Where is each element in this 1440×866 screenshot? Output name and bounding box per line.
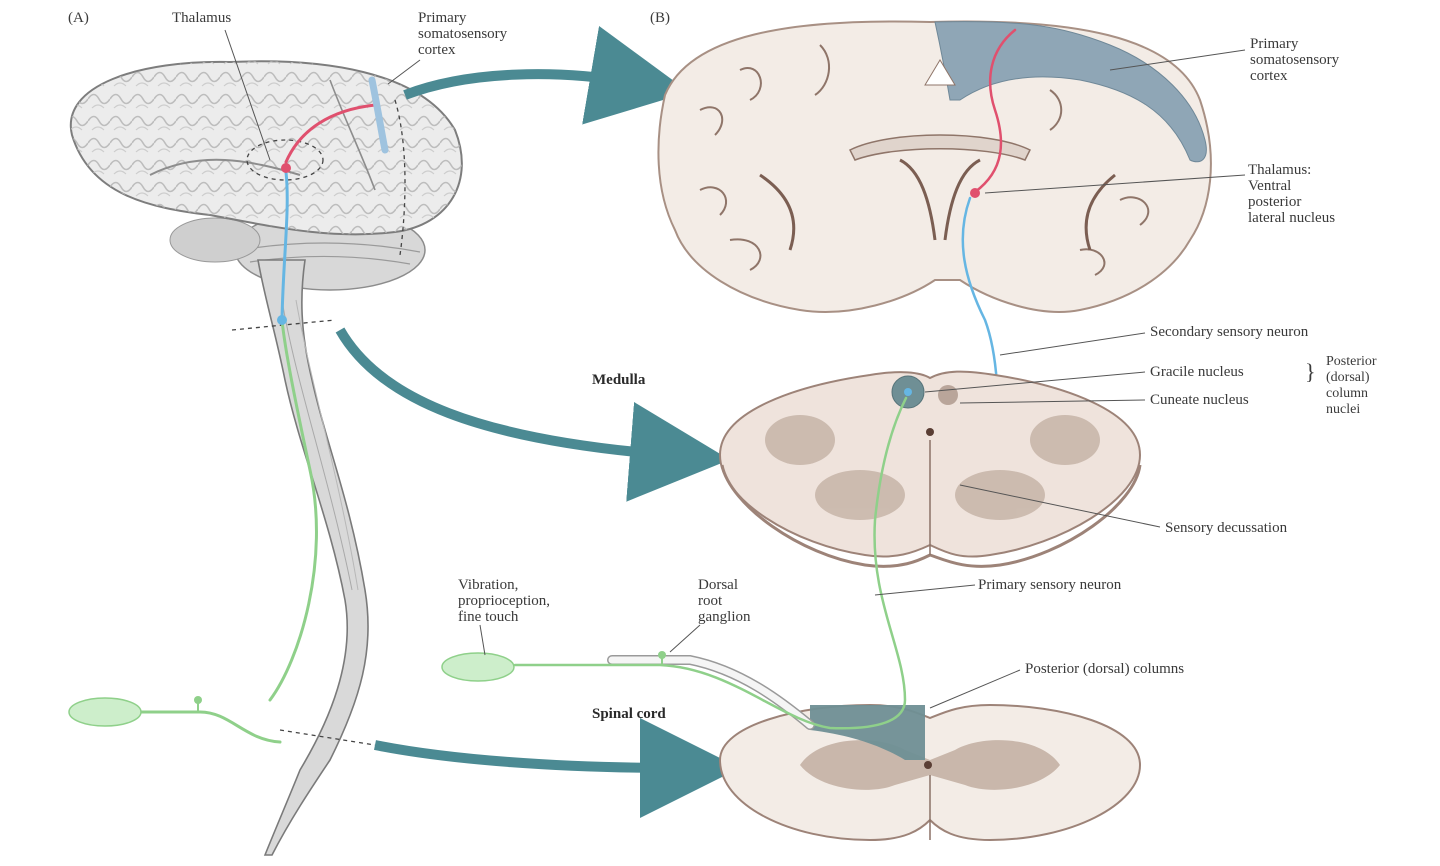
brace: } [1305,359,1316,384]
medulla-synapse-a [277,315,287,325]
coronal-section [657,20,1212,313]
arrow-to-coronal [403,25,690,125]
label-posterior-columns: Posterior (dorsal) columns [1025,661,1185,677]
label-primary-cortex-a: Primary somatosensory cortex [418,10,508,58]
gracile-synapse [904,388,912,396]
label-dorsal-root-ganglion: Dorsal root ganglion [698,577,751,625]
panel-b-label: (B) [650,10,670,26]
arrow-to-spinal-cord [374,717,740,818]
label-cuneate-nucleus: Cuneate nucleus [1150,392,1249,408]
brain-lateral-view [69,60,463,291]
leader-lines [224,29,1246,709]
panel-a-label: (A) [68,10,89,26]
pathway-primary-b [513,396,908,730]
medulla-section [718,370,1142,568]
arrow-to-medulla [335,327,730,502]
label-primary-cortex-b: Primary somatosensory cortex [1250,36,1340,84]
label-medulla: Medulla [592,372,646,388]
dorsal-root-ganglion [658,651,666,659]
spinal-cord-lateral [257,259,369,856]
label-spinal-cord: Spinal cord [592,706,666,722]
receptor-b [441,652,515,682]
label-column-nuclei: Posterior (dorsal) column nuclei [1326,354,1377,417]
label-vibration: Vibration, proprioception, fine touch [458,577,551,625]
label-primary-neuron: Primary sensory neuron [978,577,1122,593]
label-thalamus-vpl: Thalamus: Ventral posterior lateral nucl… [1248,162,1336,226]
section-arrows [335,25,740,818]
label-secondary-neuron: Secondary sensory neuron [1150,324,1309,340]
receptor-a [68,697,142,727]
ganglion-a [194,696,202,704]
label-thalamus: Thalamus [172,10,232,26]
spinal-cord-section [718,703,1142,842]
pathway-panel-a [138,76,389,744]
label-sensory-decussation: Sensory decussation [1165,520,1288,536]
thalamus-synapse-a [281,163,291,173]
thalamus-synapse-b [970,188,980,198]
label-gracile-nucleus: Gracile nucleus [1150,364,1244,380]
